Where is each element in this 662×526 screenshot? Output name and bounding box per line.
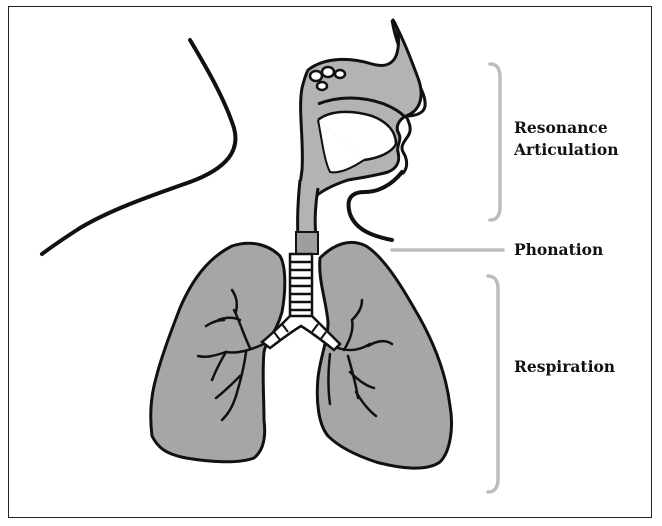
- bracket-resonance-articulation: [490, 64, 500, 220]
- trachea-rings: [290, 262, 312, 310]
- label-phonation: Phonation: [514, 238, 603, 262]
- bracket-respiration: [488, 276, 498, 492]
- neck-front-outline: [349, 172, 402, 240]
- right-lung: [317, 242, 451, 468]
- label-resonance: Resonance: [514, 116, 608, 140]
- left-lung: [151, 243, 285, 462]
- label-articulation: Articulation: [514, 138, 619, 162]
- label-respiration: Respiration: [514, 355, 615, 379]
- pharynx-tube: [298, 180, 318, 236]
- neck-back-outline: [42, 40, 235, 254]
- larynx-band: [296, 232, 318, 254]
